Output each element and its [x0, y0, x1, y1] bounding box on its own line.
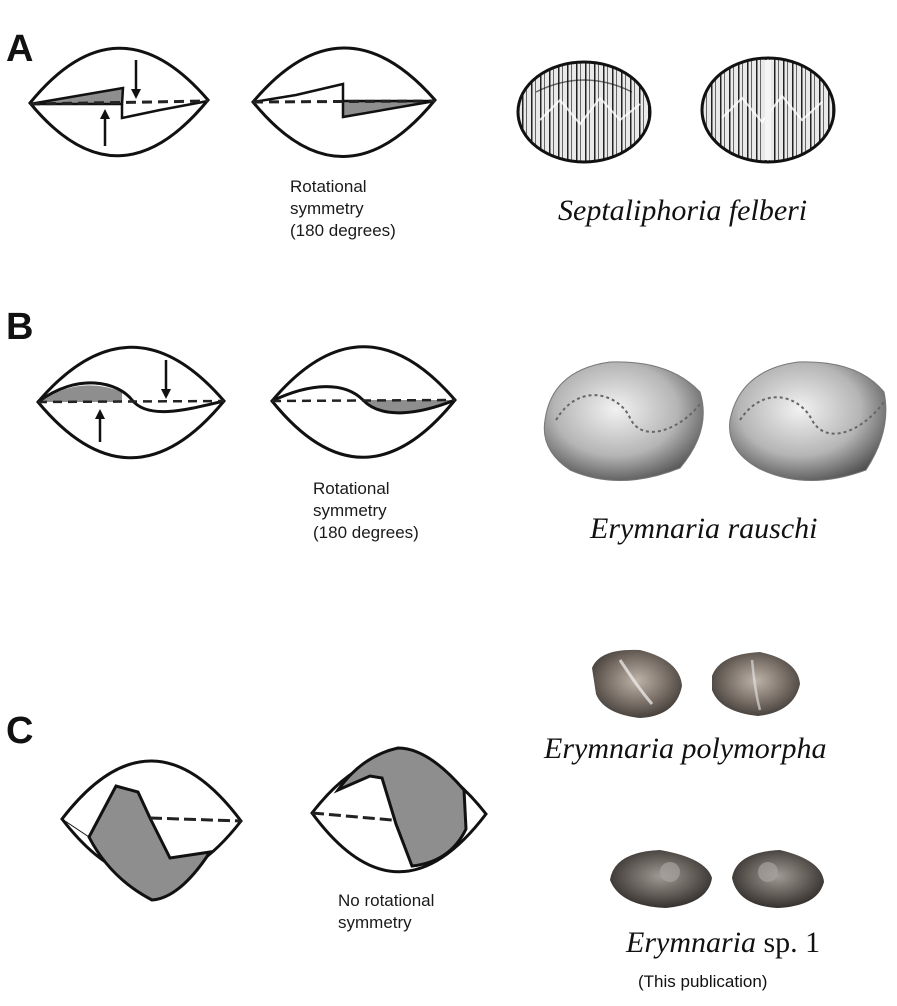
shell-image-rauschi-1	[543, 361, 704, 481]
panel-a-caption-line-3: (180 degrees)	[290, 221, 396, 240]
shell-image-sp1-1	[610, 850, 712, 908]
panel-a-diagram-left	[28, 46, 210, 158]
taxon-septaliphoria-felberi: Septaliphoria felberi	[558, 194, 808, 227]
panel-b-diagram-left	[36, 345, 226, 460]
panel-b-caption: Rotational symmetry (180 degrees)	[313, 478, 419, 544]
panel-c-caption: No rotational symmetry	[338, 890, 434, 934]
taxon-erymnaria-rauschi: Erymnaria rauschi	[590, 512, 818, 545]
taxon-erymnaria-sp1-suffix: sp. 1	[756, 926, 821, 959]
panel-a-caption: Rotational symmetry (180 degrees)	[290, 176, 396, 242]
panel-c-diagram-right	[310, 746, 488, 874]
panel-b-diagram-right	[270, 345, 457, 459]
panel-label-c: C	[6, 710, 34, 752]
shell-image-polymorpha-1	[592, 649, 682, 718]
shell-image-septaliphoria-1	[516, 60, 652, 164]
panel-a-caption-line-2: symmetry	[290, 199, 364, 218]
taxon-erymnaria-polymorpha: Erymnaria polymorpha	[544, 732, 827, 765]
panel-b-caption-line-3: (180 degrees)	[313, 523, 419, 542]
shell-image-polymorpha-2	[712, 652, 800, 716]
panel-a-caption-line-1: Rotational	[290, 177, 367, 196]
taxon-erymnaria-sp1-genus: Erymnaria	[626, 926, 756, 959]
panel-label-a: A	[6, 28, 34, 70]
panel-label-b: B	[6, 306, 34, 348]
panel-b-caption-line-2: symmetry	[313, 501, 387, 520]
shell-image-rauschi-2	[729, 361, 887, 481]
shell-image-septaliphoria-2	[700, 56, 836, 164]
panel-c-caption-line-2: symmetry	[338, 913, 412, 932]
panel-c-caption-line-1: No rotational	[338, 891, 435, 910]
publication-note: (This publication)	[638, 972, 768, 991]
panel-b-caption-line-1: Rotational	[313, 479, 390, 498]
panel-a-diagram-right	[251, 46, 437, 158]
taxon-erymnaria-sp1: Erymnaria sp. 1	[626, 928, 820, 958]
panel-c-diagram-left	[60, 759, 243, 902]
shell-image-sp1-2	[732, 850, 824, 908]
